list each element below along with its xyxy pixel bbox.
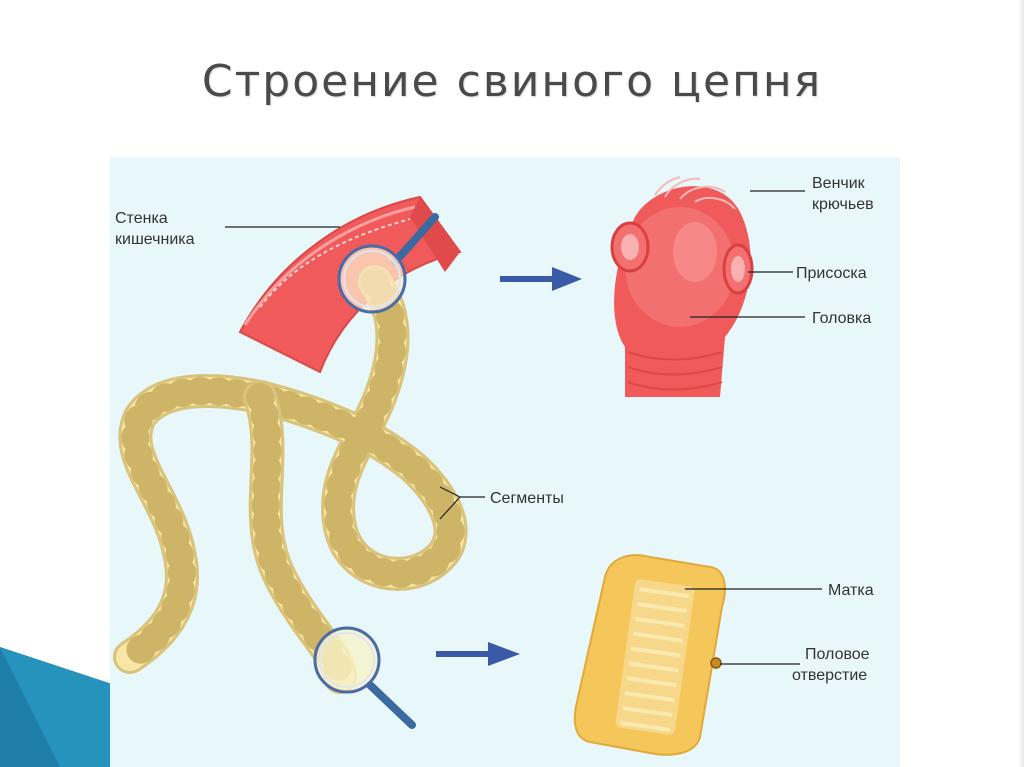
magnifier-icon [313, 626, 416, 729]
scolex-head [610, 176, 754, 397]
label-intestine-wall: кишечника [115, 231, 195, 248]
label-genital-opening: Половое [805, 646, 870, 663]
diagram-background [110, 157, 900, 767]
label-intestine-wall: Стенка [115, 210, 168, 227]
proglottid-segment [573, 554, 726, 756]
label-segments: Сегменты [490, 490, 564, 507]
label-sucker: Присоска [796, 265, 867, 282]
label-hooks: крючьев [812, 196, 874, 213]
corner-decoration [0, 647, 115, 767]
label-head: Головка [812, 310, 871, 327]
label-uterus: Матка [828, 582, 874, 599]
arrow-right-icon [436, 642, 520, 666]
label-genital-opening: отверстие [792, 667, 867, 684]
magnifier-icon [337, 213, 439, 314]
arrow-right-icon [500, 267, 582, 291]
page-title: Строение свиного цепня [201, 56, 823, 107]
tapeworm-diagram: Стенка кишечника Венчик крючьев Присоска… [110, 157, 900, 767]
label-hooks: Венчик [812, 175, 866, 192]
slide-edge [1018, 0, 1024, 767]
